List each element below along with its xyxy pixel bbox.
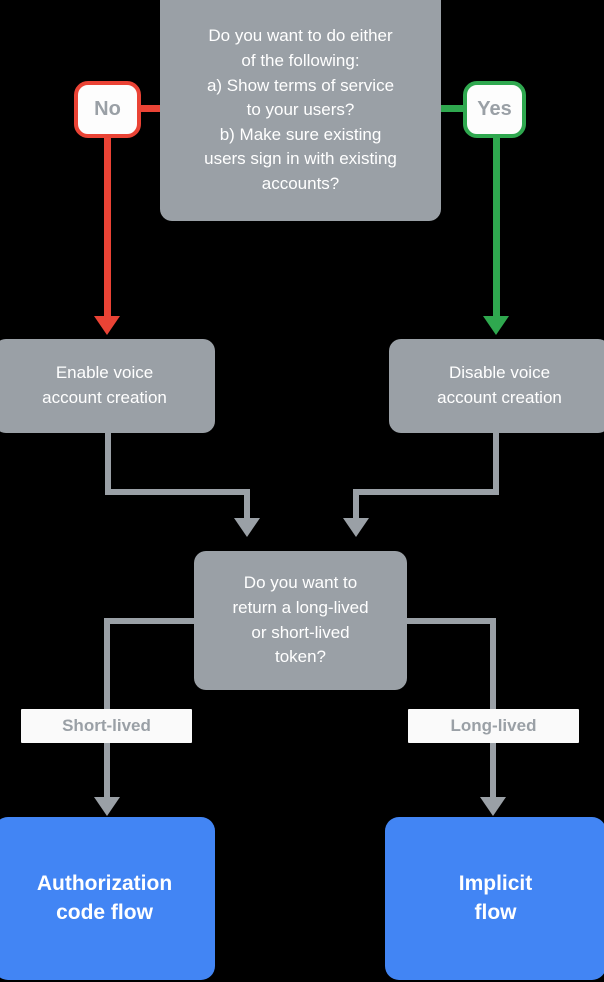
connector-short-across [104,618,196,624]
terminal-implicit-flow[interactable]: Implicit flow [385,817,604,980]
enable-voice-line-1: Enable voice [55,363,154,383]
edge-label-long-lived-text: Long-lived [450,716,537,735]
terminal-authorization-code-flow[interactable]: Authorization code flow [0,817,215,980]
decision-tos-line-6: users sign in with existing [204,149,397,169]
arrow-disable-to-decision [343,518,369,537]
auth-code-flow-line-2: code flow [56,900,153,924]
connector-disable-across [353,489,499,495]
decision-tos-line-7: accounts? [261,174,340,194]
decision-tos-line-3: a) Show terms of service [206,75,395,95]
edge-label-long-lived: Long-lived [408,709,579,743]
implicit-flow-line-1: Implicit [458,872,533,896]
disable-voice-line-1: Disable voice [448,363,551,383]
decision-token-line-3: or short-lived [251,622,350,642]
decision-token-line-4: token? [274,647,327,667]
connector-enable-down [105,432,111,489]
badge-yes[interactable]: Yes [463,81,526,138]
connector-yes-stub [438,105,466,112]
decision-tos-line-1: Do you want to do either [208,26,393,46]
decision-token-line-1: Do you want to [243,573,358,593]
disable-voice-line-2: account creation [437,388,562,407]
decision-token-line-2: return a long-lived [232,597,369,617]
arrow-no-to-enable [94,316,120,335]
arrow-short-to-auth-flow [94,797,120,816]
connector-disable-down [493,432,499,489]
decision-terms-of-service[interactable]: Do you want to do either of the followin… [160,0,441,221]
process-disable-voice-account-creation[interactable]: Disable voice account creation [389,339,604,433]
connector-long-across [404,618,496,624]
arrow-enable-to-decision [234,518,260,537]
connector-no-stub [136,105,166,112]
decision-tos-line-2: of the following: [241,50,360,70]
connector-enable-across [105,489,250,495]
edge-label-short-lived-text: Short-lived [62,716,151,735]
enable-voice-line-2: account creation [42,388,167,407]
connector-no-vertical [104,134,111,319]
badge-no[interactable]: No [74,81,141,138]
badge-no-label: No [94,98,121,120]
arrow-yes-to-disable [483,316,509,335]
connector-enable-into-decision [244,489,250,521]
process-enable-voice-account-creation[interactable]: Enable voice account creation [0,339,215,433]
edge-label-short-lived: Short-lived [21,709,192,743]
decision-tos-line-4: to your users? [246,100,355,120]
arrow-long-to-implicit-flow [480,797,506,816]
auth-code-flow-line-1: Authorization [36,872,173,896]
connector-disable-into-decision [353,489,359,521]
badge-yes-label: Yes [477,98,512,120]
decision-token-lifetime[interactable]: Do you want to return a long-lived or sh… [194,551,407,690]
decision-tos-line-5: b) Make sure existing [219,124,382,144]
implicit-flow-line-2: flow [474,900,517,924]
connector-yes-vertical [493,134,500,319]
